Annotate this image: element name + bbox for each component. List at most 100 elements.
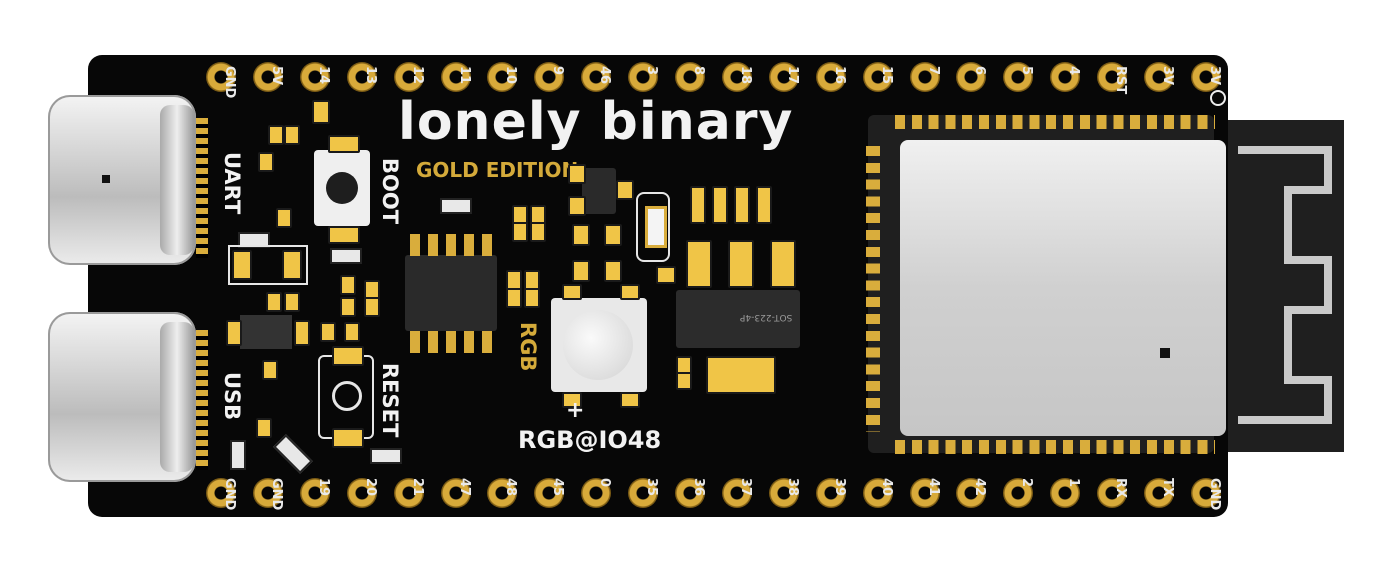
smd-resistor	[756, 186, 772, 224]
reset-button-cap	[332, 381, 362, 411]
smd-pad	[656, 266, 676, 284]
top-pin-hole	[393, 62, 424, 92]
diode	[330, 248, 362, 264]
bottom-pin-hole	[440, 478, 471, 508]
top-pin-label: 3	[644, 66, 660, 76]
regulator-pin	[686, 240, 712, 288]
bottom-pin-hole	[1144, 478, 1174, 508]
wifi-module-antenna	[1208, 120, 1344, 452]
top-pin-label: 5V	[268, 66, 284, 86]
smd-resistor	[572, 224, 590, 246]
bottom-pin-hole	[721, 478, 752, 508]
smd-pad	[232, 250, 252, 280]
top-pin-hole	[252, 62, 283, 92]
top-pin-hole	[346, 62, 377, 92]
reset-button[interactable]	[318, 355, 374, 439]
bottom-pin-hole	[675, 478, 705, 508]
top-pin-hole	[768, 62, 799, 92]
module-pads-left	[866, 146, 880, 432]
bottom-pin-hole	[346, 478, 377, 508]
bottom-pin-hole	[1097, 478, 1128, 508]
top-pin-hole	[1190, 62, 1221, 92]
top-pin-label: 3V	[1160, 66, 1175, 86]
smd-pad	[294, 320, 310, 346]
rgb-io-label: RGB@IO48	[518, 426, 662, 454]
smd-pad	[562, 284, 582, 300]
smd-resistor	[734, 186, 750, 224]
smd-pad	[328, 135, 360, 153]
top-pin-label: 8	[691, 66, 706, 76]
boot-button-cap	[326, 172, 358, 204]
top-pin-label: 15	[878, 66, 894, 85]
top-pin-hole	[581, 62, 612, 92]
smd-resistor	[690, 186, 706, 224]
smd-pad	[676, 372, 692, 390]
uart-connector-side	[160, 105, 194, 255]
top-pin-hole	[1097, 62, 1128, 92]
usb-connector-side	[160, 322, 194, 472]
bottom-pin-label: 45	[550, 478, 566, 497]
chip-pins-top	[410, 234, 492, 256]
bottom-pin-hole	[581, 478, 612, 508]
smd-resistor	[258, 152, 274, 172]
smd-pad	[282, 250, 302, 280]
smd-pad	[616, 180, 634, 200]
usb-pad-strip	[196, 330, 208, 470]
reset-label: RESET	[378, 363, 402, 438]
top-pin-label: 4	[1066, 66, 1082, 76]
bottom-pin-hole	[534, 478, 565, 508]
bottom-pin-hole	[862, 478, 893, 508]
bottom-pin-label: 39	[831, 478, 847, 497]
bottom-pin-label: 2	[1019, 478, 1035, 488]
top-pin-hole	[487, 62, 518, 92]
smd-resistor	[256, 418, 272, 438]
boot-label: BOOT	[378, 158, 402, 225]
diode	[370, 448, 402, 464]
top-pin-hole	[1144, 62, 1174, 92]
top-pin-label: 12	[409, 66, 425, 85]
bottom-pin-hole	[206, 478, 236, 508]
top-pin-label: 13	[362, 66, 378, 85]
top-pin-label: 16	[831, 66, 847, 85]
bottom-pin-label: 40	[878, 478, 894, 497]
top-pin-hole	[909, 62, 940, 92]
bottom-pin-label: 38	[784, 478, 800, 497]
smd-pad	[332, 428, 364, 448]
bottom-pin-hole	[956, 478, 987, 508]
brand-logo: lonely binary	[398, 92, 794, 152]
smd-resistor	[284, 125, 300, 145]
connector-led	[102, 175, 110, 183]
top-pin-hole	[534, 62, 565, 92]
top-pin-hole	[675, 62, 705, 92]
smd-pad	[568, 196, 586, 216]
diode	[230, 440, 246, 470]
bottom-pin-label: GND	[268, 478, 284, 511]
bottom-pin-label: 21	[409, 478, 425, 497]
bottom-pin-label: 42	[972, 478, 988, 497]
top-pin-label: GND	[222, 66, 237, 99]
uart-label: UART	[220, 152, 244, 215]
boot-button[interactable]	[314, 150, 370, 226]
top-pin-label: 46	[597, 66, 613, 85]
bottom-pin-hole	[487, 478, 518, 508]
regulator-marking: SOT-223-4P	[740, 312, 793, 322]
sot-chip	[582, 168, 616, 214]
smd-resistor	[340, 275, 356, 295]
diode	[440, 198, 472, 214]
usb-uart-chip	[405, 255, 497, 331]
smd-resistor	[284, 292, 300, 312]
rgb-label: RGB	[516, 322, 540, 372]
smd-resistor	[262, 360, 278, 380]
bottom-pin-label: GND	[1206, 478, 1222, 511]
bottom-pin-label: 48	[503, 478, 519, 497]
smd-pad	[620, 392, 640, 408]
schottky-diode	[240, 315, 292, 349]
top-pin-hole	[440, 62, 471, 92]
regulator-pin	[770, 240, 796, 288]
bottom-pin-label: 37	[737, 478, 753, 497]
regulator-tab	[706, 356, 776, 394]
smd-resistor	[524, 270, 540, 290]
module-shield-can	[900, 140, 1226, 436]
bottom-pin-label: TX	[1160, 478, 1175, 497]
top-pin-hole	[862, 62, 893, 92]
